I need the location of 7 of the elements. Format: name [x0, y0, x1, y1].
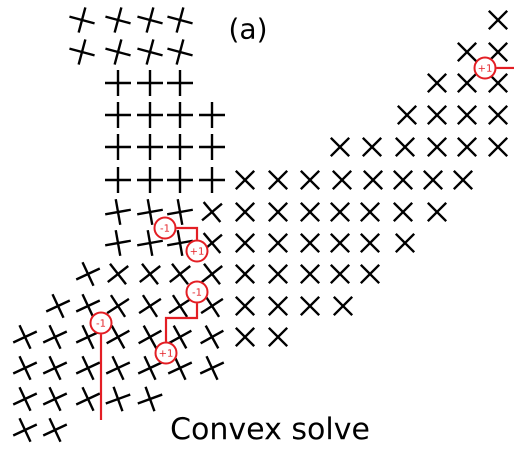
panel-label: (a) [230, 18, 266, 42]
branch-line [176, 226, 198, 240]
branch-line [100, 334, 102, 420]
branch-line [496, 66, 514, 70]
node-label: +1 [478, 64, 492, 72]
branch-line [164, 304, 198, 342]
caption: Convex solve [172, 416, 368, 440]
